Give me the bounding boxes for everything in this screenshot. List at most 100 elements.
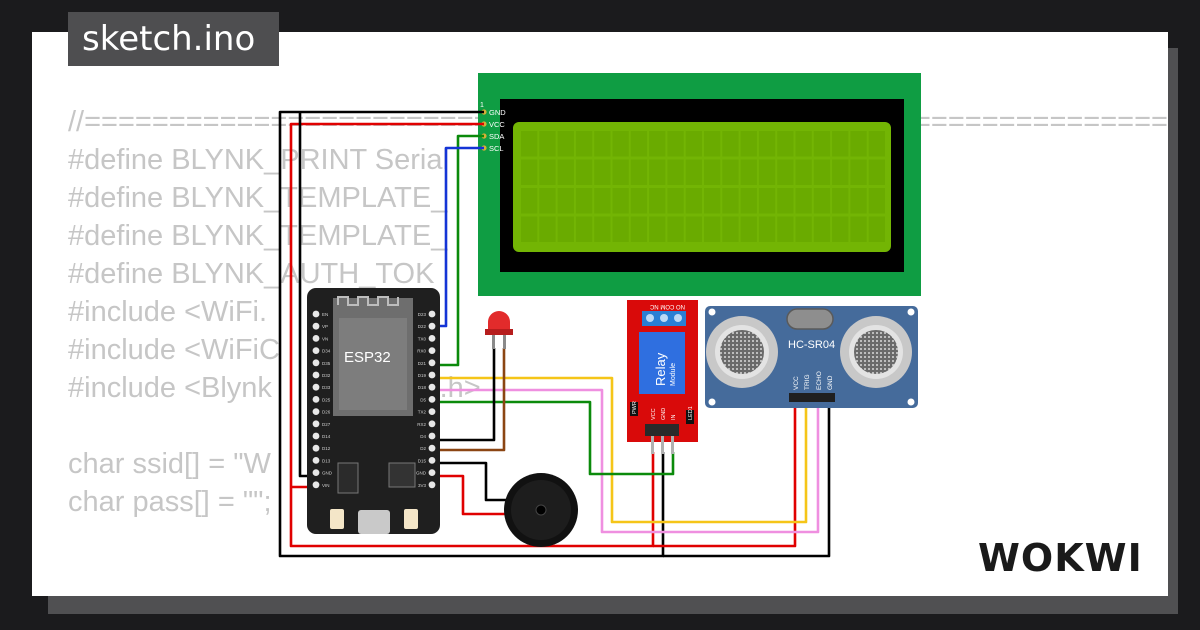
esp32-pin-label: D4 [420, 434, 426, 439]
esp32-pin[interactable] [312, 310, 320, 318]
wire-ultrasonic-gnd[interactable] [663, 402, 831, 558]
lcd-char-cell [612, 188, 629, 214]
wire-lcd-vcc[interactable] [289, 122, 655, 548]
esp32-pin[interactable] [312, 347, 320, 354]
lcd-char-cell [575, 216, 593, 242]
wire-ultrasonic-trig[interactable] [433, 376, 808, 524]
esp32-pin[interactable] [312, 420, 320, 428]
lcd-char-cell [850, 188, 867, 214]
esp32-pin[interactable] [312, 408, 320, 415]
lcd-char-cell [667, 131, 684, 157]
hc-sr04-ultrasonic-sensor[interactable]: HC-SR04 VCC TRIG ECHO GND [705, 306, 918, 408]
buzzer[interactable] [504, 473, 578, 547]
relay-header [645, 424, 679, 436]
esp32-pin[interactable] [312, 383, 320, 391]
lcd-char-cell [704, 159, 721, 185]
relay-pwr-label: PWR [632, 401, 638, 414]
esp32-pin[interactable] [428, 408, 436, 415]
red-led[interactable] [485, 311, 513, 349]
relay-pin-label: VCC [651, 408, 657, 420]
lcd-char-cell [813, 188, 831, 214]
wires [278, 110, 831, 558]
esp32-pin[interactable] [312, 396, 320, 403]
lcd-char-cell [594, 216, 611, 242]
lcd-char-cell [795, 131, 812, 157]
lcd-char-cell [758, 188, 776, 214]
esp32-pin-label: 3V3 [418, 483, 427, 488]
esp32-pin[interactable] [428, 444, 436, 452]
relay-pin-gnd[interactable] [661, 436, 664, 454]
lcd-char-cell [704, 216, 721, 242]
esp32-pin[interactable] [428, 335, 436, 342]
esp32-pin-label: D15 [418, 458, 427, 463]
esp32-pin[interactable] [428, 310, 436, 318]
esp32-pin[interactable] [428, 432, 436, 440]
lcd-char-cell [557, 188, 574, 214]
lcd-char-cell [868, 159, 885, 185]
esp32-pin[interactable] [312, 444, 320, 452]
lcd-char-cell [612, 159, 629, 185]
esp32-pin-label: D22 [418, 324, 427, 329]
wire-led[interactable] [433, 348, 506, 452]
ultrasonic-pin-label: TRIG [804, 374, 811, 390]
esp32-pin-label: D18 [418, 385, 427, 390]
code-line: #include <WiFi. [68, 296, 268, 328]
lcd-char-cell [813, 216, 831, 242]
usb-port[interactable] [358, 510, 390, 534]
esp32-pin[interactable] [428, 371, 436, 379]
esp32-board[interactable]: ESP32 ENVPVND34D35D32D33D25D26D27D14D12D… [307, 288, 440, 534]
code-line: #define BLYNK_TEMPLATE_ [68, 220, 448, 252]
hc-sr04-label: HC-SR04 [788, 339, 835, 351]
wire-buzzer-signal[interactable] [433, 474, 512, 516]
esp32-pin[interactable] [428, 359, 436, 367]
lcd-char-cell [868, 188, 885, 214]
esp32-pin[interactable] [312, 457, 320, 464]
lcd-char-cell [575, 131, 593, 157]
relay-pin-in[interactable] [671, 436, 674, 454]
relay-pin-vcc[interactable] [651, 436, 654, 454]
lcd-char-cell [850, 159, 867, 185]
esp32-pin[interactable] [428, 457, 436, 464]
wire-led-gnd[interactable] [433, 348, 496, 442]
esp32-pin[interactable] [428, 481, 436, 489]
lcd-char-cell [575, 159, 593, 185]
antenna-trace [337, 296, 399, 306]
relay-module[interactable]: NO COM NC Relay Module PWR LED1 VCC GND … [627, 300, 698, 454]
lcd-char-cell [813, 159, 831, 185]
esp32-pin[interactable] [428, 396, 436, 403]
lcd-pin-label: SDA [489, 132, 504, 141]
esp32-pin[interactable] [428, 469, 436, 476]
lcd-char-cell [868, 216, 885, 242]
crystal [786, 308, 834, 330]
lcd-display[interactable]: 1 GND VCC SDA SCL [478, 73, 921, 296]
esp32-pin[interactable] [312, 371, 320, 379]
wire-ultrasonic-echo[interactable] [433, 388, 820, 534]
esp32-pin[interactable] [428, 347, 436, 354]
lcd-char-cell [850, 131, 867, 157]
wire-buzzer-gnd[interactable] [433, 461, 512, 502]
esp32-pin-label: D34 [322, 349, 331, 354]
reset-button[interactable] [404, 509, 418, 529]
esp32-label: ESP32 [344, 349, 391, 366]
esp32-pin-label: D25 [322, 397, 331, 402]
esp32-pin[interactable] [428, 322, 436, 330]
esp32-pin[interactable] [312, 432, 320, 440]
relay-pwr-led [630, 402, 638, 416]
wire-ultrasonic-vcc[interactable] [653, 402, 797, 548]
esp32-pin[interactable] [312, 359, 320, 367]
esp32-pin[interactable] [312, 335, 320, 342]
esp32-pin-label: D32 [322, 373, 331, 378]
esp32-pin[interactable] [312, 481, 320, 489]
esp32-pin[interactable] [312, 322, 320, 330]
esp32-pin-label: VIN [322, 483, 330, 488]
wire-relay-in[interactable] [433, 400, 675, 476]
esp32-pin[interactable] [428, 420, 436, 428]
esp32-pin[interactable] [428, 383, 436, 391]
lcd-char-cell [594, 131, 611, 157]
esp32-pins-left: ENVPVND34D35D32D33D25D26D27D14D12D13GNDV… [312, 310, 333, 489]
relay-label: Relay [653, 352, 668, 386]
esp32-pin[interactable] [312, 469, 320, 476]
esp32-pin-label: VP [322, 324, 328, 329]
wire-lcd-sda[interactable] [433, 134, 484, 367]
boot-button[interactable] [330, 509, 344, 529]
